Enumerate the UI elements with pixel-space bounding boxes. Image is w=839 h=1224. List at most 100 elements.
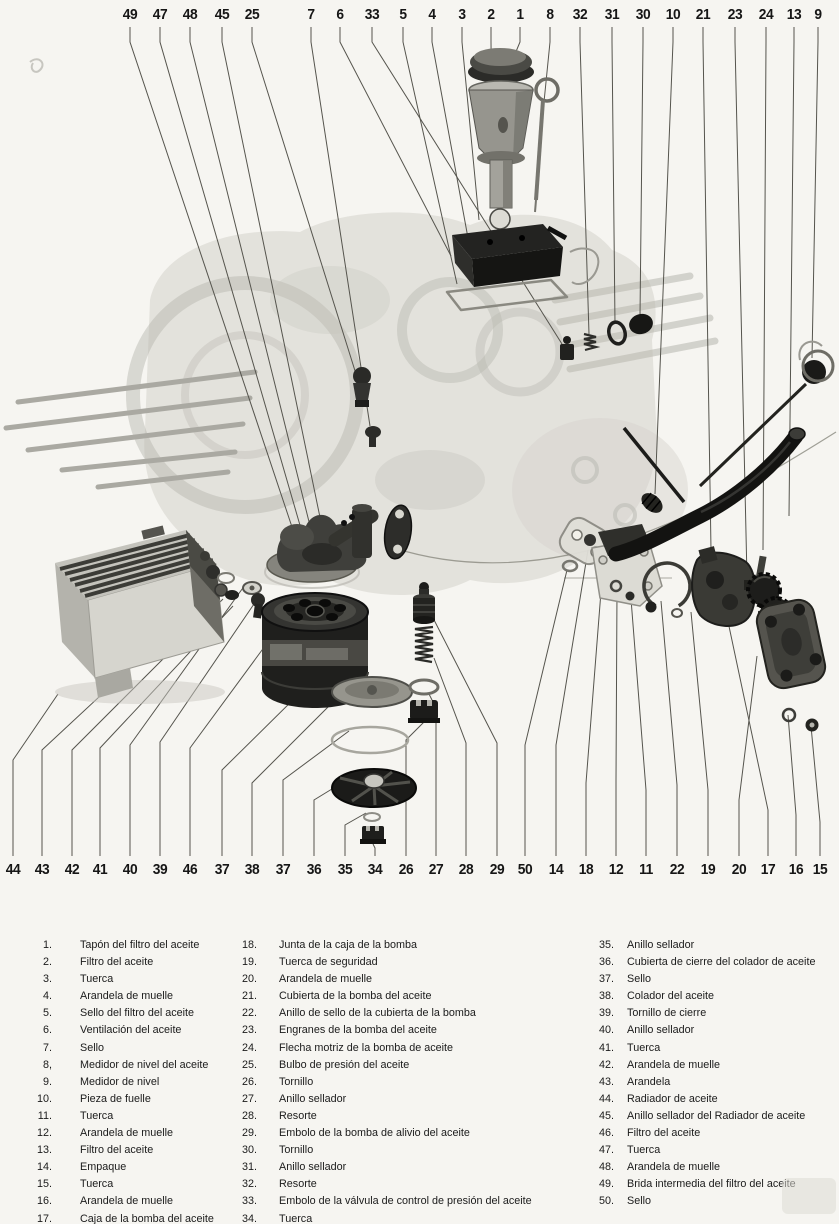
part-label: Embolo de la válvula de control de presi…	[279, 1195, 532, 1208]
part-label: Anillo sellador	[627, 939, 695, 951]
part-label: Embolo de la bomba de alivio del aceite	[279, 1127, 470, 1140]
callout-number: 17	[760, 861, 776, 878]
part-label: Tuerca	[80, 1178, 114, 1191]
part-number: 44.	[598, 1092, 614, 1105]
part-label: Tapón del filtro del aceite	[80, 939, 200, 951]
part-label: Junta de la caja de la bomba	[279, 939, 418, 951]
part-label: Anillo sellador	[279, 1092, 347, 1105]
part-number: 41.	[598, 1041, 614, 1054]
parts-list-item: 32.Resorte	[233, 1176, 532, 1193]
leader-line	[221, 27, 330, 562]
callout-number: 7	[307, 6, 315, 23]
part-number: 11.	[37, 1109, 52, 1122]
leader-line	[585, 565, 604, 856]
leader-line	[541, 27, 551, 123]
parts-list-item: 36. Cubierta de cierre del colador de ace…	[590, 954, 815, 971]
callout-number: 32	[572, 6, 588, 23]
exploded-diagram	[3, 27, 837, 856]
part-number: 17.	[36, 1212, 52, 1224]
leader-line	[99, 605, 234, 856]
callout-number: 29	[489, 861, 505, 878]
part-number: 49.	[598, 1178, 614, 1191]
callout-number: 11	[639, 861, 653, 878]
part-label: Tornillo de cierre	[627, 1007, 707, 1020]
parts-list-item: 35.Anillo sellador	[590, 937, 815, 954]
part-label: Colador del aceite	[627, 990, 715, 1003]
leader-line	[251, 27, 357, 375]
part-label: Sello	[627, 973, 652, 986]
oil-strainer	[330, 676, 413, 755]
parts-list-item: 10.Pieza de fuelle	[28, 1091, 214, 1108]
parts-list-item: 16.Arandela de muelle	[28, 1193, 214, 1210]
part-number: 16.	[36, 1195, 52, 1208]
parts-list-item: 46.Filtro del aceite	[590, 1125, 815, 1142]
callout-number: 37	[275, 861, 291, 878]
parts-list-item: 49.Brida intermedia del filtro del aceit…	[590, 1176, 815, 1193]
part-label: Tuerca	[279, 1212, 313, 1224]
callout-number: 44	[5, 861, 21, 878]
parts-list-item: 14. Empaque	[28, 1159, 214, 1176]
part-label: Empaque	[80, 1161, 127, 1174]
callout-number: 9	[814, 6, 822, 23]
leader-line	[402, 27, 458, 285]
leader-line	[129, 27, 296, 537]
callout-number: 49	[122, 6, 138, 23]
callout-number: 1	[516, 6, 524, 23]
part-label: Arandela de muelle	[627, 1161, 721, 1174]
part-label: Sello	[627, 1195, 652, 1208]
part-label: Tuerca	[627, 1144, 661, 1157]
callout-number: 18	[578, 861, 594, 878]
parts-list-item: 4.Arandela de muelle	[28, 988, 214, 1005]
parts-list-item: 3.Tuerca	[28, 971, 214, 988]
parts-list-column-3: 35.Anillo sellador 36. Cubierta de cierre …	[590, 937, 815, 1211]
parts-list-item: 8,Medidor de nivel del aceite	[28, 1057, 214, 1074]
part-label: Filtro del aceite	[627, 1127, 701, 1140]
part-number: 14.	[36, 1161, 52, 1174]
leader-line	[639, 27, 644, 317]
callout-number: 37	[214, 861, 230, 878]
base-gasket	[445, 278, 569, 312]
callout-number: 21	[695, 6, 711, 23]
part-number: 8,	[42, 1058, 52, 1071]
callout-number: 22	[669, 861, 685, 878]
callout-number: 41	[92, 861, 108, 878]
callout-number: 5	[399, 6, 407, 23]
scan-smudge	[782, 1178, 836, 1214]
part-number: 27.	[241, 1092, 257, 1105]
callout-number: 20	[731, 861, 747, 878]
callout-number: 6	[336, 6, 344, 23]
part-number: 36.	[598, 956, 614, 969]
parts-list-item: 1.Tapón del filtro del aceite	[28, 937, 214, 954]
part-number: 43.	[598, 1075, 614, 1088]
parts-list-item: 7.Sello	[28, 1040, 214, 1057]
leader-line	[310, 27, 371, 427]
leader-line	[189, 27, 318, 555]
parts-list-item: 41.Tuerca	[590, 1040, 815, 1057]
callout-number: 39	[152, 861, 168, 878]
leader-line	[660, 600, 678, 856]
leader-line	[344, 812, 367, 856]
callout-number: 28	[458, 861, 474, 878]
parts-list-item: 45.Anillo sellador del Radiador de aceit…	[590, 1108, 815, 1125]
part-label: Medidor de nivel	[80, 1075, 160, 1088]
oil-cooler	[55, 525, 228, 704]
part-label: Arandela de muelle	[627, 1058, 721, 1071]
part-label: Tuerca	[80, 1109, 114, 1122]
part-number: 31.	[241, 1161, 257, 1174]
leader-line	[159, 27, 307, 547]
leader-line	[431, 27, 469, 239]
part-number: 15.	[36, 1178, 52, 1191]
part-number: 10.	[36, 1092, 52, 1105]
outlet-plate	[383, 504, 413, 560]
part-label: Cubierta de cierre del colador de aceite	[627, 956, 816, 969]
parts-list-item: 2.Filtro del aceite	[28, 954, 214, 971]
parts-list-item: 26.Tornillo	[233, 1074, 532, 1091]
parts-list-item: 28.Resorte	[233, 1108, 532, 1125]
strainer-gasket	[330, 725, 410, 755]
part-label: Ventilación del aceite	[80, 1024, 182, 1037]
leader-line	[611, 27, 616, 325]
leader-line	[251, 700, 335, 856]
relief-valve-stack	[408, 582, 440, 723]
